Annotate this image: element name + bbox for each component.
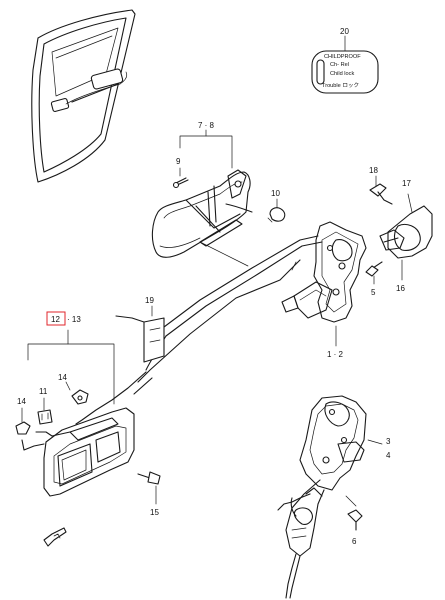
- screw-5: [365, 261, 383, 285]
- callout-19: 19: [145, 296, 154, 305]
- door-outline: [31, 9, 136, 183]
- cap-10: [267, 198, 286, 223]
- callout-17: 17: [402, 179, 411, 188]
- callout-16: 16: [396, 284, 405, 293]
- callout-12-highlight: [46, 311, 66, 326]
- clip-14-upper: [65, 381, 89, 405]
- callout-14-lower: 14: [17, 397, 26, 406]
- inside-handle-assembly: [151, 129, 253, 267]
- outside-handle-assembly: [27, 329, 153, 497]
- screw-15: [137, 471, 161, 505]
- childproof-label-line4: Trouble ロック: [322, 82, 359, 89]
- callout-numbers: 20 7 · 8 9 10 18 17 16 5 1 · 2 19 12 · 1…: [17, 27, 411, 546]
- callout-15: 15: [150, 508, 159, 517]
- actuator-assembly: [277, 395, 383, 599]
- callout-18: 18: [369, 166, 378, 175]
- rod-clip-19: [143, 305, 165, 363]
- callout-13: · 13: [67, 315, 81, 324]
- callout-1-2: 1 · 2: [327, 350, 344, 359]
- bolt-6: [345, 495, 363, 531]
- door-lock-assembly: [281, 221, 367, 347]
- front-direction-arrow: [43, 527, 67, 547]
- clip-14-lower: [15, 407, 45, 451]
- callout-6: 6: [352, 537, 357, 546]
- callout-5: 5: [371, 288, 376, 297]
- callout-20: 20: [340, 27, 349, 36]
- callout-4: 4: [386, 451, 391, 460]
- callout-9: 9: [176, 157, 181, 166]
- callout-11: 11: [39, 387, 48, 396]
- childproof-label-line3: Child lock: [330, 71, 354, 77]
- clip-11: [37, 397, 53, 425]
- callout-14-upper: 14: [58, 373, 67, 382]
- callout-12: 12: [51, 315, 60, 324]
- callout-10: 10: [271, 189, 280, 198]
- screw-9: [172, 167, 189, 189]
- childproof-label-line2: Ch- Rel: [330, 62, 349, 68]
- childproof-label: CHILDPROOF Ch- Rel Child lock Trouble ロッ…: [311, 35, 379, 94]
- callout-3: 3: [386, 437, 391, 446]
- childproof-label-line1: CHILDPROOF: [324, 54, 361, 60]
- striker-assembly: [369, 175, 433, 281]
- callout-7-8: 7 · 8: [198, 121, 215, 130]
